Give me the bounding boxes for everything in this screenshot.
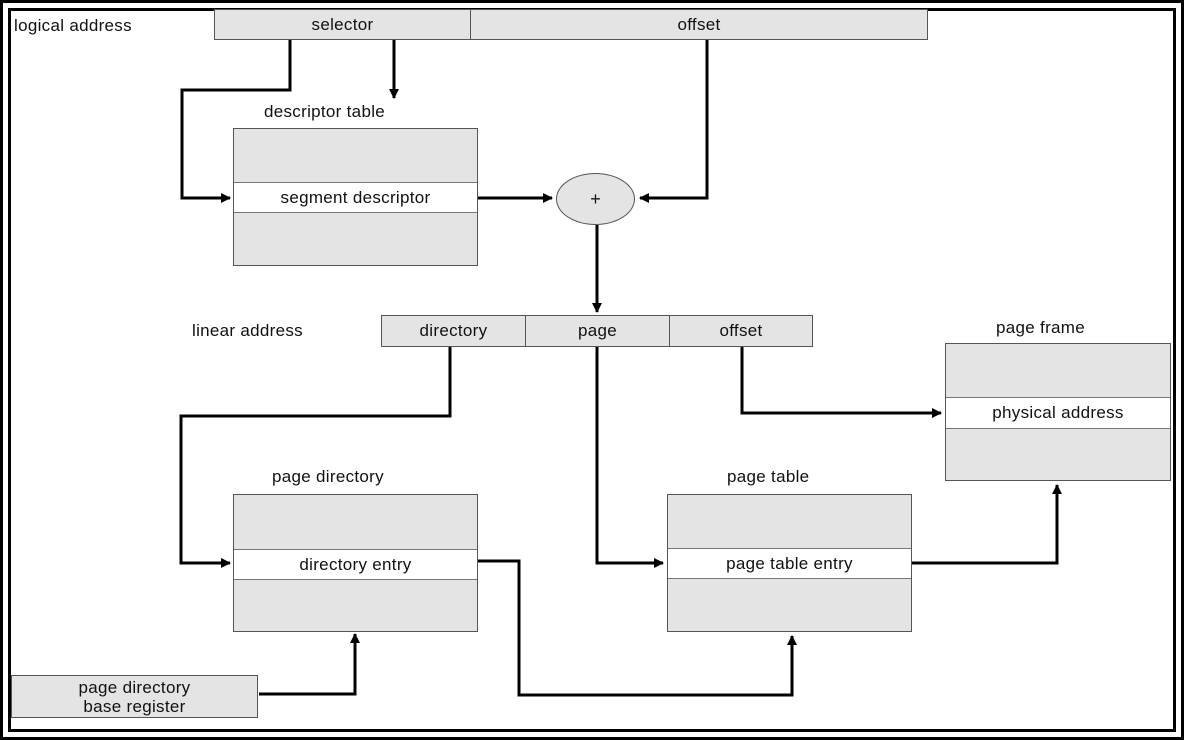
arrow-page-to-page-table-entry xyxy=(595,347,664,568)
page-frame-title: page frame xyxy=(996,318,1085,337)
descriptor-table-title: descriptor table xyxy=(264,102,386,121)
selector-field: selector xyxy=(214,9,471,40)
base-register-line-2: base register xyxy=(83,696,186,716)
arrow-directory-entry-to-page-table xyxy=(478,559,797,697)
page-table: page table entry xyxy=(667,494,912,632)
arrow-base-register-to-page-directory xyxy=(259,633,360,696)
linear-offset-field: offset xyxy=(669,315,813,347)
arrow-directory-to-directory-entry xyxy=(179,347,452,568)
page-table-entry: page table entry xyxy=(668,548,911,579)
descriptor-table: segment descriptor xyxy=(233,128,478,266)
physical-address-entry: physical address xyxy=(946,397,1170,429)
base-register-line-1: page directory xyxy=(78,677,191,697)
directory-entry: directory entry xyxy=(234,549,477,580)
arrow-page-table-entry-to-page-frame xyxy=(912,484,1062,565)
page-field: page xyxy=(525,315,670,347)
adder-node: + xyxy=(556,173,635,225)
linear-address-label: linear address xyxy=(192,321,303,340)
directory-field: directory xyxy=(381,315,526,347)
logical-address-label: logical address xyxy=(14,16,132,35)
arrow-linear-offset-to-physical-address xyxy=(740,347,942,418)
page-frame: physical address xyxy=(945,343,1171,481)
arrow-offset-to-adder xyxy=(639,40,709,203)
page-directory: directory entry xyxy=(233,494,478,632)
segment-descriptor-entry: segment descriptor xyxy=(234,182,477,213)
page-directory-title: page directory xyxy=(272,467,384,486)
arrow-selector-to-segment-descriptor xyxy=(180,40,292,203)
logical-offset-field: offset xyxy=(470,9,928,40)
page-directory-base-register: page directory base register xyxy=(11,675,258,718)
page-table-title: page table xyxy=(727,467,810,486)
